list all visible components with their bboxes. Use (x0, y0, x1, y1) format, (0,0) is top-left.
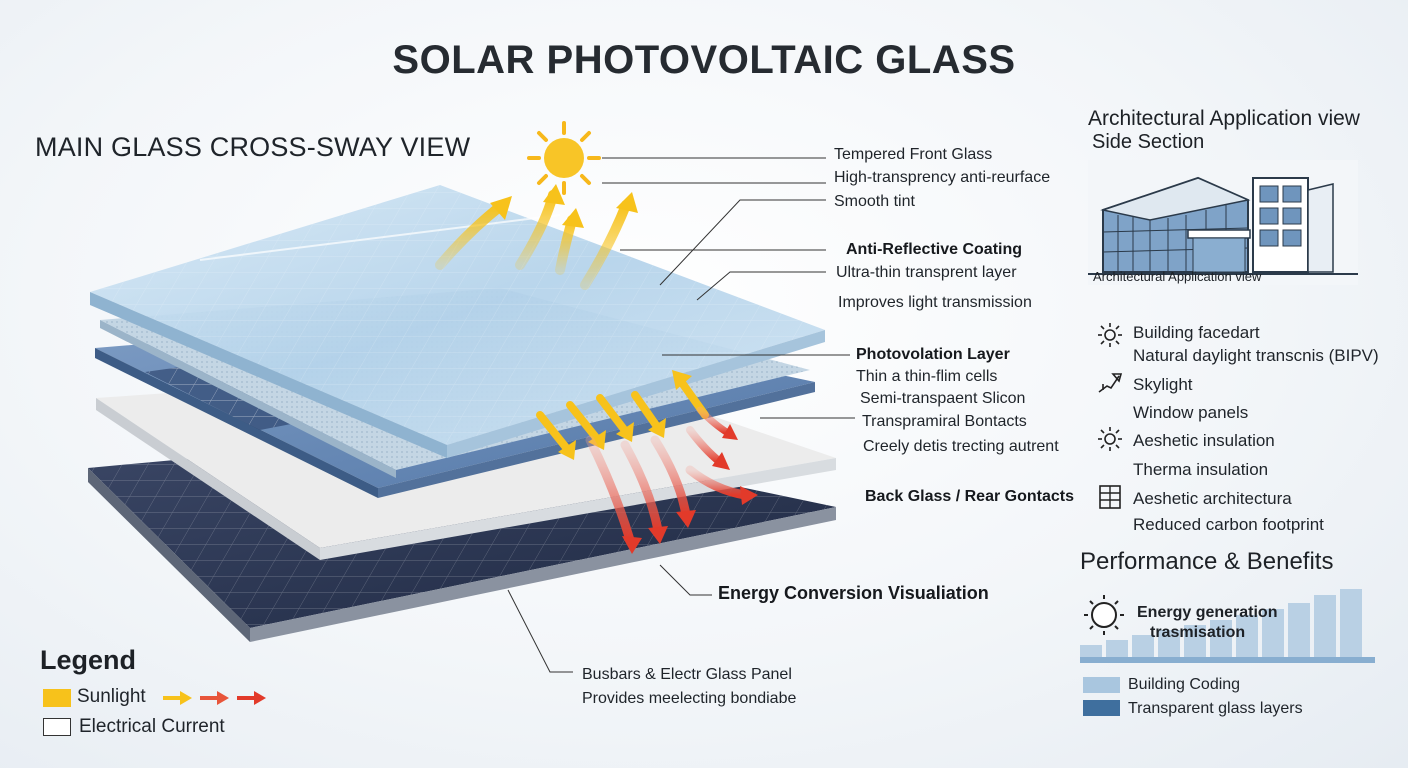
label-anti-reflective-coating: Anti-Reflective Coating (846, 241, 1023, 258)
arrow-right-icon (200, 691, 229, 705)
front-glass-layer (90, 185, 825, 458)
label-collecting-current: Creely detis trecting autrent (863, 438, 1059, 455)
arrow-right-icon (163, 691, 192, 705)
skylight-icon (1098, 373, 1123, 393)
legend-swatch-building (1083, 677, 1120, 693)
leader-lines (507, 157, 855, 673)
architectural-subtitle: Side Section (1092, 131, 1205, 153)
sun-outline-icon (1098, 427, 1122, 451)
label-semi-transparent-silicon: Semi-transpaent Slicon (860, 390, 1026, 407)
label-transparent-contacts: Transpramiral Bontacts (862, 413, 1027, 430)
legend-sunlight: Sunlight (77, 686, 146, 707)
legend-title: Legend (40, 645, 137, 675)
label-provides-bonding: Provides meelecting bondiabe (582, 690, 797, 707)
architectural-title: Architectural Application view (1088, 107, 1360, 130)
page-title: SOLAR PHOTOVOLTAIC GLASS (392, 38, 1016, 82)
label-smooth-tint: Smooth tint (834, 193, 915, 210)
arrow-right-icon (237, 691, 266, 705)
label-ultra-thin-layer: Ultra-thin transprent layer (836, 264, 1017, 281)
legend-electrical-current: Electrical Current (79, 716, 225, 737)
current-arrows (585, 406, 758, 554)
legend-swatch-glass (1083, 700, 1120, 716)
label-energy-conversion: Energy Conversion Visualiation (718, 583, 989, 603)
cross-section-title: MAIN GLASS CROSS-SWAY VIEW (35, 132, 471, 162)
label-improves-light: Improves light transmission (838, 294, 1032, 311)
app-item-3-title: Aeshetic insulation (1133, 431, 1275, 450)
app-item-4-desc: Reduced carbon footprint (1133, 515, 1324, 534)
layer-stack-diagram (88, 121, 855, 673)
app-item-2-title: Skylight (1133, 375, 1193, 394)
legend-transparent-glass: Transparent glass layers (1128, 700, 1303, 717)
sunlight-arrows (435, 184, 709, 460)
performance-bar-graphic: Energy generation trasmisation (1080, 589, 1375, 663)
legend-swatch-current (43, 718, 71, 736)
label-thin-film-cells: Thin a thin-flim cells (856, 368, 998, 385)
legend-arrows (163, 691, 266, 705)
window-grid-icon (1099, 485, 1121, 509)
legend-swatch-sunlight (43, 689, 71, 707)
perf-chart-label-2: trasmisation (1150, 624, 1245, 641)
app-item-2-desc: Window panels (1133, 403, 1249, 422)
label-busbars: Busbars & Electr Glass Panel (582, 666, 792, 683)
app-item-4-title: Aeshetic architectura (1133, 489, 1292, 508)
label-tempered-front-glass: Tempered Front Glass (834, 146, 993, 163)
sun-outline-icon (1084, 595, 1124, 635)
app-item-3-desc: Therma insulation (1133, 460, 1269, 479)
sun-icon (527, 121, 601, 195)
label-back-glass: Back Glass / Rear Gontacts (865, 488, 1074, 505)
perf-chart-label-1: Energy generation (1137, 604, 1277, 621)
legend-building-coding: Building Coding (1128, 676, 1241, 693)
sun-outline-icon (1098, 323, 1122, 347)
label-photovolation-layer: Photovolation Layer (856, 346, 1010, 363)
building-illustration: Architectural Application view (1088, 160, 1358, 285)
app-item-1-title: Building facedart (1133, 323, 1260, 342)
performance-title: Performance & Benefits (1080, 548, 1334, 575)
label-high-transparency: High-transprency anti-reurface (834, 169, 1051, 186)
building-caption: Architectural Application view (1093, 269, 1262, 284)
app-item-1-desc: Natural daylight transcnis (BIPV) (1133, 346, 1379, 365)
